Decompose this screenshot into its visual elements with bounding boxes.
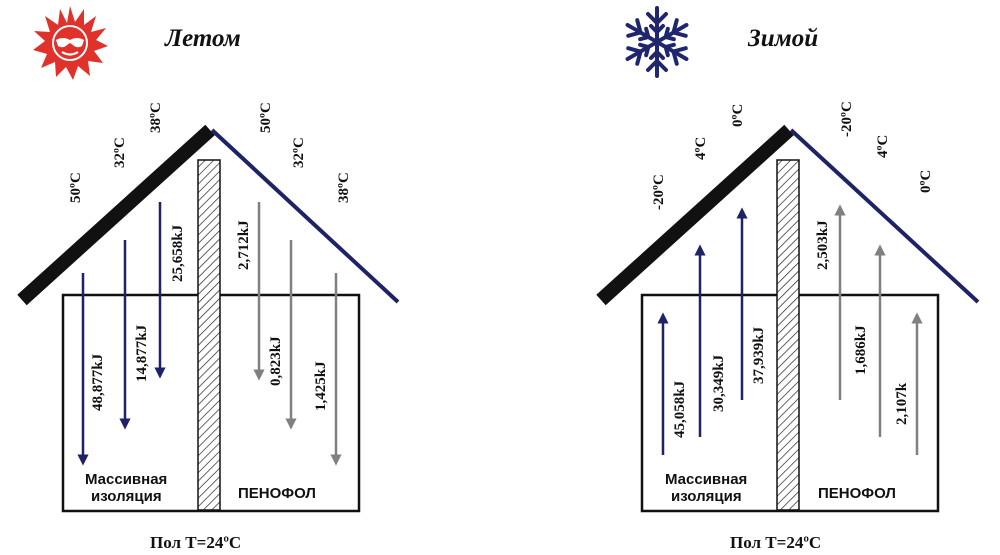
temp-label: 38ºC bbox=[148, 102, 164, 133]
energy-label: 0,823kJ bbox=[268, 336, 284, 386]
energy-label: 2,503kJ bbox=[815, 220, 831, 270]
summer-panel: Летом 50ºC 32ºC 38ºC 50ºC 32ºC 38ºC 48,8… bbox=[17, 6, 400, 552]
roof-penofol bbox=[210, 128, 400, 304]
energy-label: 1,686kJ bbox=[853, 325, 869, 375]
roof-penofol bbox=[789, 128, 980, 304]
energy-label: 1,425kJ bbox=[313, 361, 329, 411]
roof-massive bbox=[17, 124, 215, 306]
massive-insulation-label: изоляция bbox=[91, 488, 162, 505]
massive-insulation-label: Массивная bbox=[665, 471, 747, 488]
energy-label: 37,939kJ bbox=[751, 326, 767, 384]
winter-panel: Зимой -20ºC 4ºC 0ºC -20ºC 4ºC 0ºC 45,058… bbox=[596, 6, 980, 552]
temp-label: -20ºC bbox=[651, 174, 667, 210]
temp-label: 4ºC bbox=[875, 135, 891, 158]
energy-label: 25,658kJ bbox=[170, 224, 186, 282]
floor-label: Пол T=24ºC bbox=[730, 533, 821, 552]
temp-label: 50ºC bbox=[68, 172, 84, 203]
energy-label: 2,107k bbox=[894, 382, 910, 425]
energy-label: 2,712kJ bbox=[236, 220, 252, 270]
temp-label: 32ºC bbox=[291, 137, 307, 168]
panel-title: Летом bbox=[164, 25, 241, 52]
roof-massive bbox=[596, 124, 794, 306]
temp-label: 4ºC bbox=[693, 137, 709, 160]
floor-label: Пол T=24ºC bbox=[150, 533, 241, 552]
penofol-label: ПЕНОФОЛ bbox=[818, 485, 896, 502]
partition-wall bbox=[197, 159, 221, 511]
penofol-label: ПЕНОФОЛ bbox=[238, 485, 316, 502]
temp-label: 50ºC bbox=[258, 102, 274, 133]
temp-label: 38ºC bbox=[336, 172, 352, 203]
temp-label: 32ºC bbox=[112, 137, 128, 168]
sun-icon bbox=[33, 6, 108, 80]
massive-insulation-label: изоляция bbox=[671, 488, 742, 505]
massive-insulation-label: Массивная bbox=[85, 471, 167, 488]
temp-label: 0ºC bbox=[918, 170, 934, 193]
snowflake-icon bbox=[625, 6, 689, 78]
partition-wall bbox=[776, 159, 800, 511]
energy-label: 45,058kJ bbox=[672, 380, 688, 438]
temp-label: 0ºC bbox=[730, 104, 746, 127]
energy-label: 30,349kJ bbox=[711, 354, 727, 412]
panel-title: Зимой bbox=[747, 25, 818, 52]
energy-label: 48,877kJ bbox=[90, 353, 106, 411]
temp-label: -20ºC bbox=[839, 101, 855, 137]
energy-label: 14,877kJ bbox=[134, 324, 150, 382]
